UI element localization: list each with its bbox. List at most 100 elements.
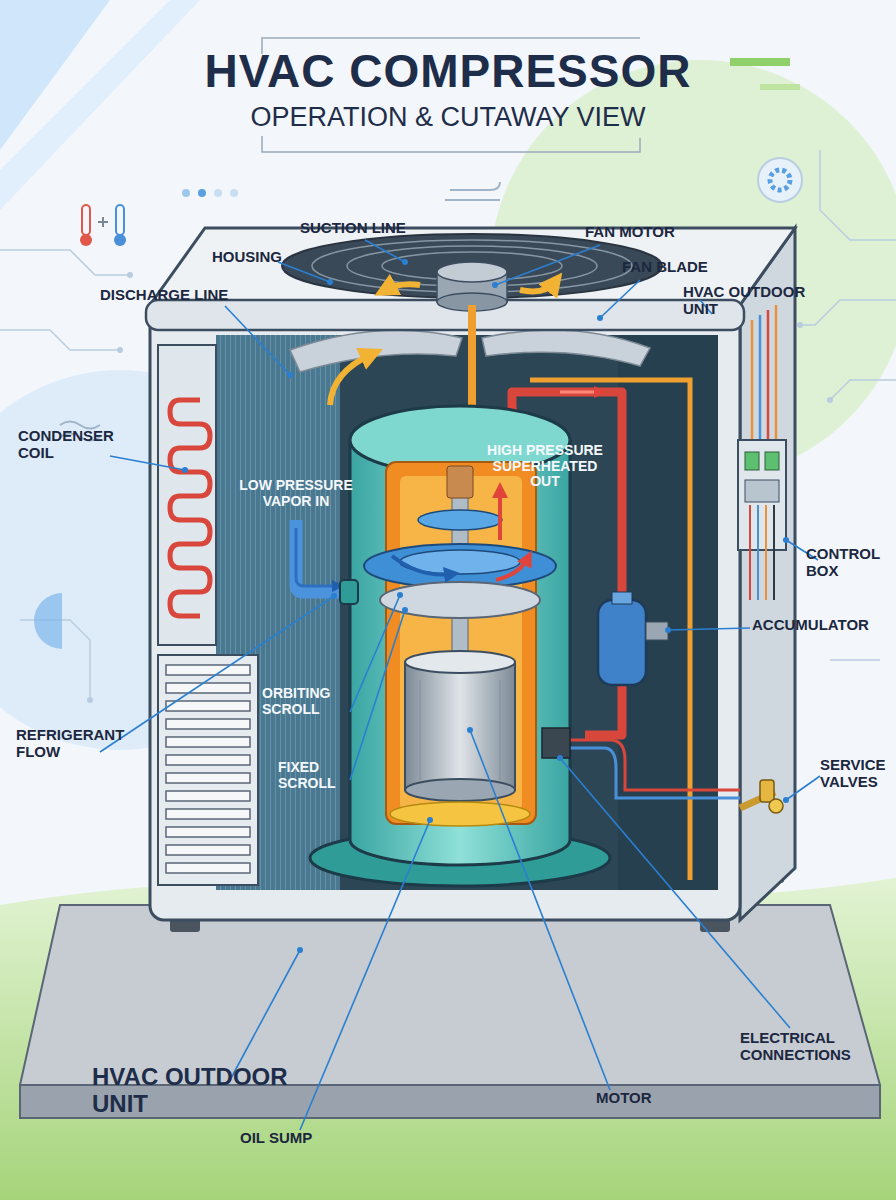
part-label: ORBITING SCROLL xyxy=(262,686,352,717)
part-label: MOTOR xyxy=(596,1090,686,1107)
part-label: FIXED SCROLL xyxy=(278,760,354,791)
leader-line xyxy=(495,245,600,285)
part-label: HVAC OUTDOOR UNIT xyxy=(683,284,813,318)
terminal-box xyxy=(542,728,570,758)
louver-slat xyxy=(166,791,250,801)
accumulator xyxy=(598,600,646,685)
part-label: HOUSING xyxy=(212,249,322,266)
thermometer-bulb xyxy=(80,234,92,246)
wind-line xyxy=(450,182,500,190)
leader-dot xyxy=(331,593,337,599)
gear xyxy=(770,170,790,190)
accumulator-cap xyxy=(612,592,632,604)
winding-line xyxy=(419,680,421,780)
leader-dot xyxy=(783,537,789,543)
valve-body xyxy=(760,780,774,802)
louver-slat xyxy=(166,863,250,873)
part-label: ELECTRICAL CONNECTIONS xyxy=(740,1030,890,1064)
motor-windings xyxy=(420,680,500,780)
leader-dot xyxy=(287,372,293,378)
trace xyxy=(0,330,120,350)
dot xyxy=(230,189,238,197)
leader-line xyxy=(668,628,750,630)
part-label: HIGH PRESSURE SUPERHEATED OUT xyxy=(478,443,612,490)
part-label: CONTROL BOX xyxy=(806,546,894,580)
part-label: OIL SUMP xyxy=(240,1130,360,1147)
louver-slat xyxy=(166,737,250,747)
fan-motor-top xyxy=(437,262,507,282)
accent-bar xyxy=(730,58,790,66)
title-text: HVAC COMPRESSOR xyxy=(148,46,748,98)
relay xyxy=(745,452,759,470)
plus-sign xyxy=(98,217,108,227)
winding-line xyxy=(499,680,501,780)
wire xyxy=(757,505,759,600)
leader-dot xyxy=(427,817,433,823)
leader-lines xyxy=(100,240,820,1130)
leader-line xyxy=(230,950,300,1080)
subtitle-text: OPERATION & CUTAWAY VIEW xyxy=(248,102,648,132)
louver-slat xyxy=(166,665,250,675)
accumulator-bracket xyxy=(646,622,668,640)
leader-line xyxy=(350,595,400,712)
wire xyxy=(773,505,775,600)
trace-dot xyxy=(117,347,123,353)
fixed-scroll xyxy=(380,582,540,618)
condenser-coil-tube xyxy=(170,400,210,616)
wire xyxy=(765,505,767,600)
grille-ring xyxy=(347,246,597,286)
trace-dot xyxy=(797,322,803,328)
leader-dot xyxy=(182,467,188,473)
dots xyxy=(182,189,238,197)
louver-slat xyxy=(166,827,250,837)
airflow-arrow xyxy=(330,354,372,405)
dot xyxy=(182,189,190,197)
part-label: DISCHARGE LINE xyxy=(100,287,270,304)
trace xyxy=(830,659,880,661)
louver-slat xyxy=(166,809,250,819)
louver-slat xyxy=(166,701,250,711)
wind-line xyxy=(445,199,500,201)
trace-dot xyxy=(827,397,833,403)
control-wires xyxy=(750,505,774,600)
unit-interior xyxy=(216,335,718,890)
service-valves xyxy=(740,780,783,813)
corner-stripe xyxy=(0,0,200,210)
oil-sump xyxy=(390,802,530,826)
louver-slat xyxy=(166,773,250,783)
wire xyxy=(767,310,770,440)
leader-dot xyxy=(597,315,603,321)
louver-slat xyxy=(166,845,250,855)
leader-line xyxy=(470,730,610,1090)
leader-line xyxy=(786,776,820,800)
gear-ring xyxy=(758,158,802,202)
suction-fitting xyxy=(340,580,358,604)
valve-cap xyxy=(769,799,783,813)
trace xyxy=(0,250,130,275)
upper-disc xyxy=(418,510,502,530)
dot xyxy=(198,189,206,197)
leader-dot xyxy=(467,727,473,733)
cutaway-outer xyxy=(386,462,536,824)
thermometer xyxy=(116,205,124,235)
louver-panel xyxy=(158,655,258,885)
louver-slat xyxy=(166,683,250,693)
leader-line xyxy=(110,456,185,470)
contactor xyxy=(745,480,779,502)
leader-line xyxy=(225,306,290,375)
leader-dot xyxy=(665,627,671,633)
unit-side-panel xyxy=(740,228,795,920)
airflow-arrow xyxy=(520,282,555,291)
unit-front-frame xyxy=(150,305,740,920)
louver-slat xyxy=(166,755,250,765)
leader-line xyxy=(350,610,405,780)
part-label: SERVICE VALVES xyxy=(820,757,896,791)
accent-bar xyxy=(760,84,800,90)
motor-top xyxy=(405,651,515,673)
discharge-pipe xyxy=(585,680,622,735)
part-label: LOW PRESSURE VAPOR IN xyxy=(226,478,366,509)
fan-blade xyxy=(482,330,650,366)
part-label: CONDENSER COIL xyxy=(18,428,148,462)
